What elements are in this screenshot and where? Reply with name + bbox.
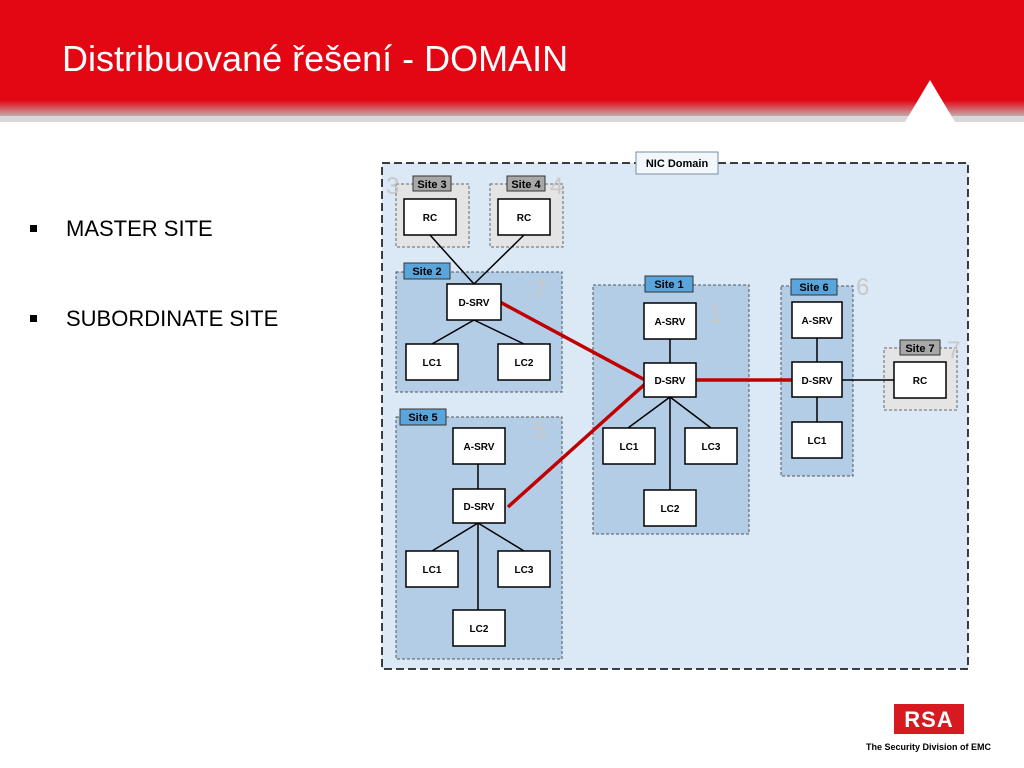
site-4-label: Site 4 xyxy=(511,179,541,191)
black-links xyxy=(429,234,894,610)
site-6-label-box xyxy=(790,278,838,296)
nodes: RC RC D-SRV LC1 LC2 A-SRV D-SRV LC1 LC3 … xyxy=(403,198,947,647)
bullet-marker-icon xyxy=(30,315,37,322)
node-label: RC xyxy=(913,376,927,387)
node-label: LC3 xyxy=(702,442,721,453)
node-box xyxy=(643,489,697,527)
node-label: LC1 xyxy=(423,358,442,369)
node-box xyxy=(643,362,697,398)
bullet-text: MASTER SITE xyxy=(66,216,213,241)
node-box xyxy=(602,427,656,465)
node-label: LC1 xyxy=(808,436,827,447)
node-box xyxy=(403,198,457,236)
site-6-label: Site 6 xyxy=(799,282,828,294)
node-label: RC xyxy=(517,213,531,224)
bullet-marker-icon xyxy=(30,225,37,232)
node-label: LC2 xyxy=(661,504,680,515)
site-3-label: Site 3 xyxy=(417,179,446,191)
site-1-label-box xyxy=(644,275,694,293)
site-7-label: Site 7 xyxy=(905,343,934,355)
site-5-number: 5 xyxy=(533,417,546,444)
site-4-label-box xyxy=(506,175,546,192)
node-label: D-SRV xyxy=(802,376,833,387)
node-box xyxy=(405,550,459,588)
node-label: LC1 xyxy=(620,442,639,453)
site-1-number: 1 xyxy=(709,301,722,328)
rsa-tagline: The Security Division of EMC xyxy=(866,742,992,752)
node-label: A-SRV xyxy=(802,316,833,327)
site-7-number: 7 xyxy=(947,337,960,364)
node-box xyxy=(497,550,551,588)
bullet-item: SUBORDINATE SITE xyxy=(30,304,278,394)
node-box xyxy=(405,343,459,381)
site-5-label-box xyxy=(399,408,447,426)
node-label: D-SRV xyxy=(464,502,495,513)
node-box xyxy=(791,301,843,339)
node-label: RC xyxy=(423,213,437,224)
site-3-number: 3 xyxy=(386,173,399,200)
node-label: D-SRV xyxy=(459,298,490,309)
site-2-label: Site 2 xyxy=(412,266,441,278)
node-box xyxy=(791,421,843,459)
node-label: LC2 xyxy=(470,624,489,635)
node-label: LC1 xyxy=(423,565,442,576)
node-box xyxy=(643,302,697,340)
node-box xyxy=(791,361,843,398)
site-1-label: Site 1 xyxy=(654,279,683,291)
site-4-number: 4 xyxy=(550,173,563,200)
node-box xyxy=(452,427,506,465)
bullet-text: SUBORDINATE SITE xyxy=(66,306,279,331)
site-7-label-box xyxy=(899,339,941,356)
site-6-number: 6 xyxy=(856,274,869,301)
node-label: LC3 xyxy=(515,565,534,576)
site-3-label-box xyxy=(412,175,452,192)
node-label: A-SRV xyxy=(464,442,495,453)
header-background xyxy=(0,0,1024,122)
master-links xyxy=(499,300,792,509)
node-box xyxy=(452,488,506,524)
bullet-list: MASTER SITE SUBORDINATE SITE xyxy=(30,214,278,394)
site-2-number: 2 xyxy=(533,275,546,302)
node-box xyxy=(497,343,551,381)
node-box xyxy=(893,361,947,399)
rsa-logo: RSA The Security Division of EMC xyxy=(864,700,1024,760)
rsa-logo-box: RSA xyxy=(894,704,964,734)
header-banner: Distribuované řešení - DOMAIN xyxy=(0,0,1024,122)
site-2-label-box xyxy=(403,262,451,280)
page-title: Distribuované řešení - DOMAIN xyxy=(62,38,569,79)
node-label: D-SRV xyxy=(655,376,686,387)
node-box xyxy=(446,283,502,321)
node-box xyxy=(684,427,738,465)
site-5-label: Site 5 xyxy=(408,412,437,424)
nic-domain-label: NIC Domain xyxy=(646,158,709,170)
rsa-logo-text: RSA xyxy=(904,707,954,732)
node-box xyxy=(497,198,551,236)
node-label: A-SRV xyxy=(655,317,686,328)
node-label: LC2 xyxy=(515,358,534,369)
nic-domain-label-box xyxy=(635,151,719,175)
node-box xyxy=(452,609,506,647)
bullet-item: MASTER SITE xyxy=(30,214,278,304)
